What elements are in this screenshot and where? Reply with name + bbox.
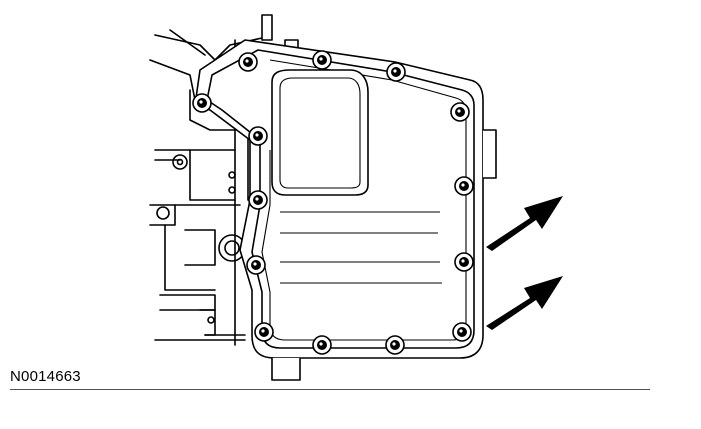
pan-ribs (280, 211, 442, 284)
bolt-icon (238, 52, 258, 72)
divider-rule (10, 389, 650, 390)
bolt-icon (386, 62, 406, 82)
callout-arrow-icon (486, 196, 563, 251)
pan-bolts (192, 50, 474, 355)
pan-gasket-line (206, 49, 475, 349)
bolt-icon (254, 322, 274, 342)
housing-detail (149, 29, 263, 346)
side-bracket (483, 129, 497, 179)
bolt-icon (248, 126, 268, 146)
bolt-icon (454, 252, 474, 272)
drain-boss (271, 358, 301, 381)
bolt-icon (450, 102, 470, 122)
bolt-icon (312, 335, 332, 355)
bolt-icon (312, 50, 332, 70)
bolt-icon (192, 93, 212, 113)
figure-caption: N0014663 (10, 368, 81, 385)
bolt-icon (454, 176, 474, 196)
pan-recess (271, 69, 369, 196)
bolt-icon (248, 190, 268, 210)
callout-arrow-icon (486, 276, 563, 330)
bolt-icon (452, 322, 472, 342)
callout-arrows (486, 196, 563, 330)
bolt-icon (385, 335, 405, 355)
bolt-icon (246, 255, 266, 275)
